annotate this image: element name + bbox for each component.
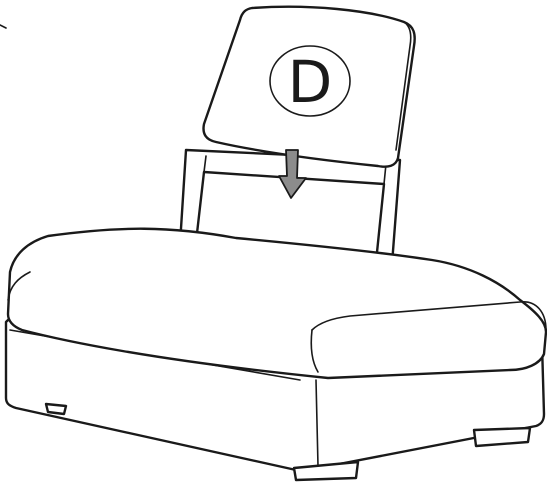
edge-mark — [0, 25, 6, 28]
part-label-badge: D — [270, 46, 350, 116]
part-label-letter: D — [288, 48, 333, 116]
